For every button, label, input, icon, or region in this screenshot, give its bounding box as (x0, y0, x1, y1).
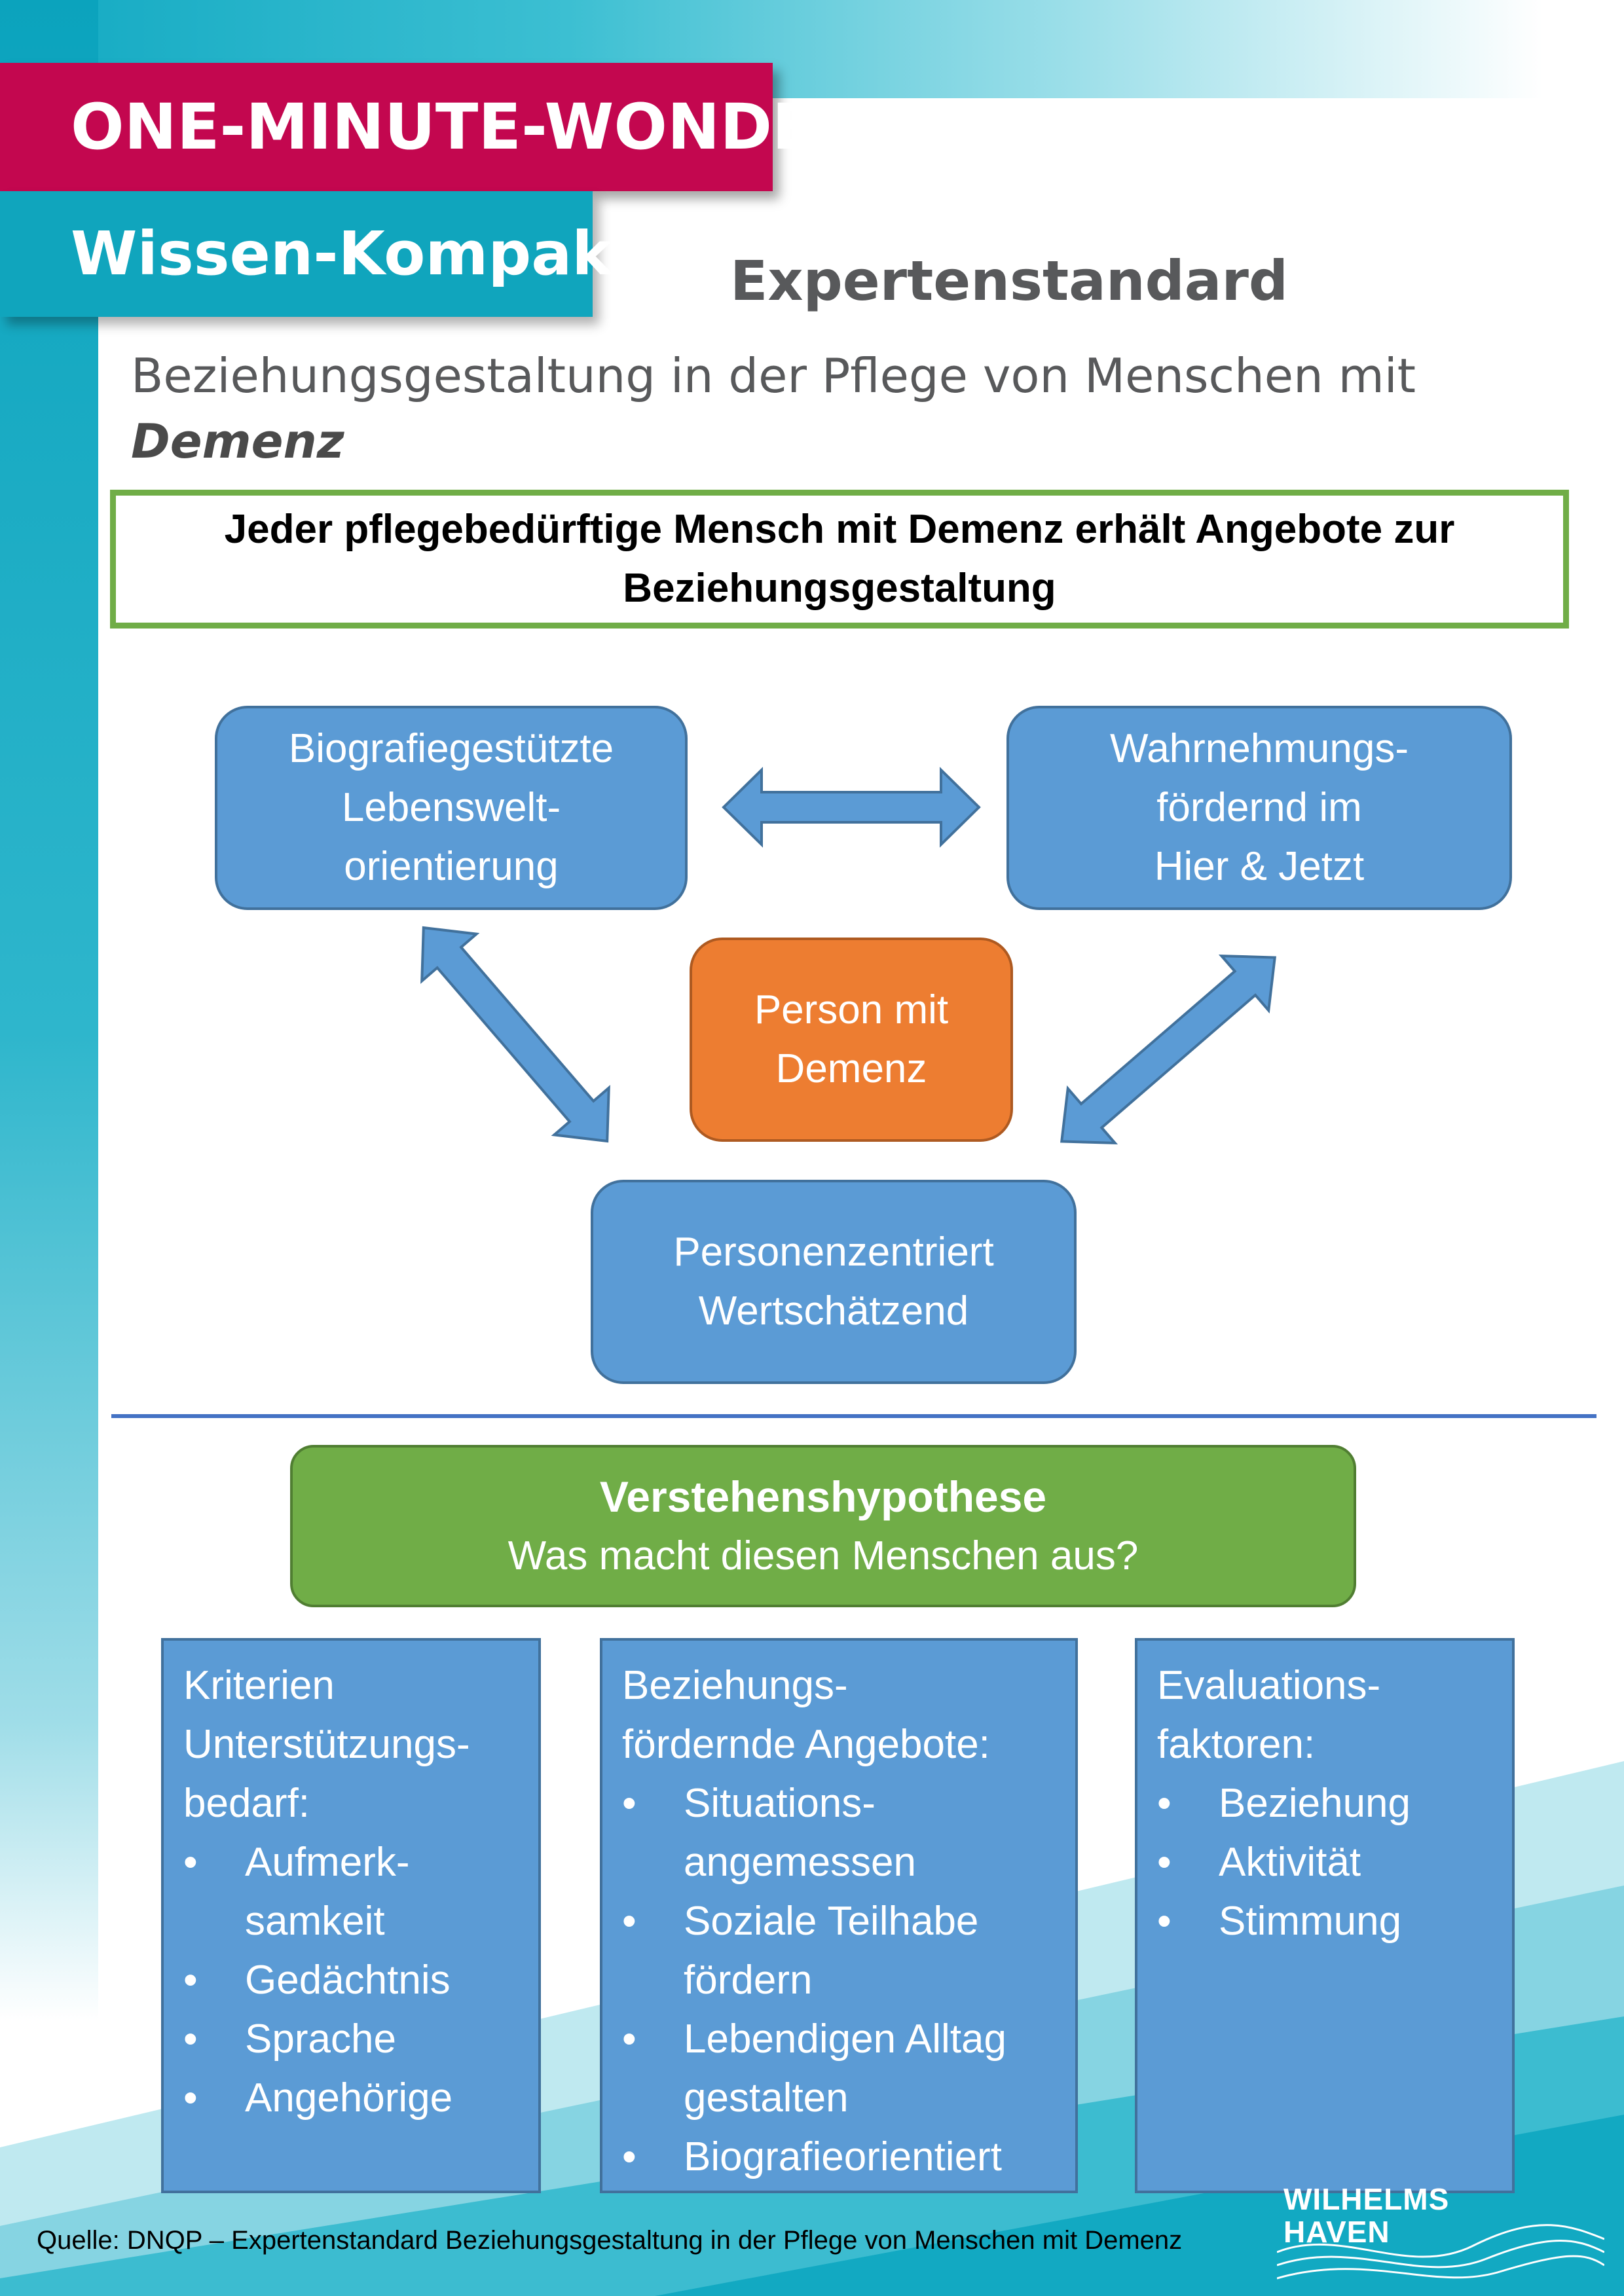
list-item: •Biografieorientiert (622, 2128, 1062, 2187)
left-gradient-strip (0, 0, 98, 2296)
verstehenshypothese-title: Verstehenshypothese (599, 1472, 1047, 1521)
logo-wave-icon (1277, 2224, 1604, 2280)
box-text-line: Wertschätzend (698, 1288, 969, 1334)
box-text-line: fördernd im (1156, 785, 1362, 830)
core-statement-box: Jeder pflegebedürftige Mensch mit Demenz… (110, 490, 1569, 629)
source-citation: Quelle: DNQP – Expertenstandard Beziehun… (37, 2226, 1183, 2255)
core-statement-line: Beziehungsgestaltung (623, 566, 1056, 611)
column-kriterien: Kriterien Unterstützungs- bedarf: •Aufme… (161, 1638, 541, 2193)
box-text-line: Biografiegestützte (288, 726, 614, 771)
page-title: Expertenstandard (730, 249, 1289, 313)
wissen-kompakt-banner (0, 191, 593, 317)
section-divider (111, 1414, 1596, 1418)
page-subtitle: Beziehungsgestaltung in der Pflege von M… (131, 348, 1416, 403)
bullet-icon: • (1157, 1781, 1172, 1826)
box-text-line: Person mit (754, 987, 949, 1032)
list-item: •Beziehung (1157, 1774, 1499, 1833)
box-text-line: Hier & Jetzt (1154, 844, 1365, 889)
page-subtitle-emphasis: Demenz (131, 414, 344, 469)
bullet-icon: • (622, 1899, 637, 1944)
diagonal-double-arrow-left (420, 926, 610, 1143)
column-heading-line: Evaluations- (1157, 1663, 1381, 1708)
list-item: •Situations-angemessen (622, 1774, 1062, 1892)
wissen-kompakt-label: Wissen-Kompakt (71, 219, 641, 289)
bullet-icon: • (622, 2016, 637, 2062)
bullet-icon: • (183, 1958, 198, 2003)
core-statement-line: Jeder pflegebedürftige Mensch mit Demenz… (224, 507, 1455, 552)
column-heading-line: Unterstützungs- (183, 1722, 470, 1767)
verstehenshypothese-box: Verstehenshypothese Was macht diesen Men… (290, 1445, 1356, 1607)
bullet-icon: • (183, 2016, 198, 2062)
box-biografie-orientierung: Biografiegestützte Lebenswelt- orientier… (215, 706, 688, 910)
column-heading-line: faktoren: (1157, 1722, 1316, 1767)
verstehenshypothese-question: Was macht diesen Menschen aus? (507, 1533, 1139, 1578)
list-item: •Gedächtnis (183, 1951, 525, 2010)
list-item: •Aktivität (1157, 1833, 1499, 1892)
bullet-icon: • (1157, 1840, 1172, 1885)
list-item: •Aufmerk-samkeit (183, 1833, 525, 1951)
box-personenzentriert: Personenzentriert Wertschätzend (591, 1180, 1077, 1384)
box-text-line: Wahrnehmungs- (1109, 726, 1409, 771)
horizontal-double-arrow (722, 767, 981, 848)
list-item: •Sprache (183, 2010, 525, 2069)
list-item: •Angehörige (183, 2069, 525, 2128)
box-text-line: Personenzentriert (673, 1230, 994, 1275)
bullet-icon: • (183, 1840, 198, 1885)
bullet-icon: • (183, 2075, 198, 2121)
column-evaluation: Evaluations- faktoren: •Beziehung •Aktiv… (1135, 1638, 1515, 2193)
box-text-line: orientierung (344, 844, 559, 889)
logo-line: WILHELMS (1283, 2182, 1450, 2216)
logo-line: HAVEN (1283, 2215, 1390, 2249)
column-heading-line: Beziehungs- (622, 1663, 848, 1708)
one-minute-wonder-label: ONE-MINUTE-WONDER (71, 90, 864, 164)
box-text-line: Demenz (775, 1046, 927, 1091)
box-wahrnehmung-hier-jetzt: Wahrnehmungs- fördernd im Hier & Jetzt (1006, 706, 1512, 910)
column-heading-line: fördernde Angebote: (622, 1722, 990, 1767)
wilhelmshaven-logo: WILHELMS HAVEN (1283, 2183, 1449, 2248)
diagonal-double-arrow-right (1060, 954, 1276, 1145)
one-minute-wonder-banner (0, 63, 773, 191)
list-item: •Stimmung (1157, 1892, 1499, 1951)
column-heading-line: Kriterien (183, 1663, 335, 1708)
bullet-icon: • (1157, 1899, 1172, 1944)
column-angebote: Beziehungs- fördernde Angebote: •Situati… (600, 1638, 1078, 2193)
bullet-icon: • (622, 1781, 637, 1826)
column-heading-line: bedarf: (183, 1781, 310, 1826)
bullet-icon: • (622, 2134, 637, 2179)
box-text-line: Lebenswelt- (341, 785, 561, 830)
box-person-mit-demenz: Person mit Demenz (690, 938, 1013, 1142)
